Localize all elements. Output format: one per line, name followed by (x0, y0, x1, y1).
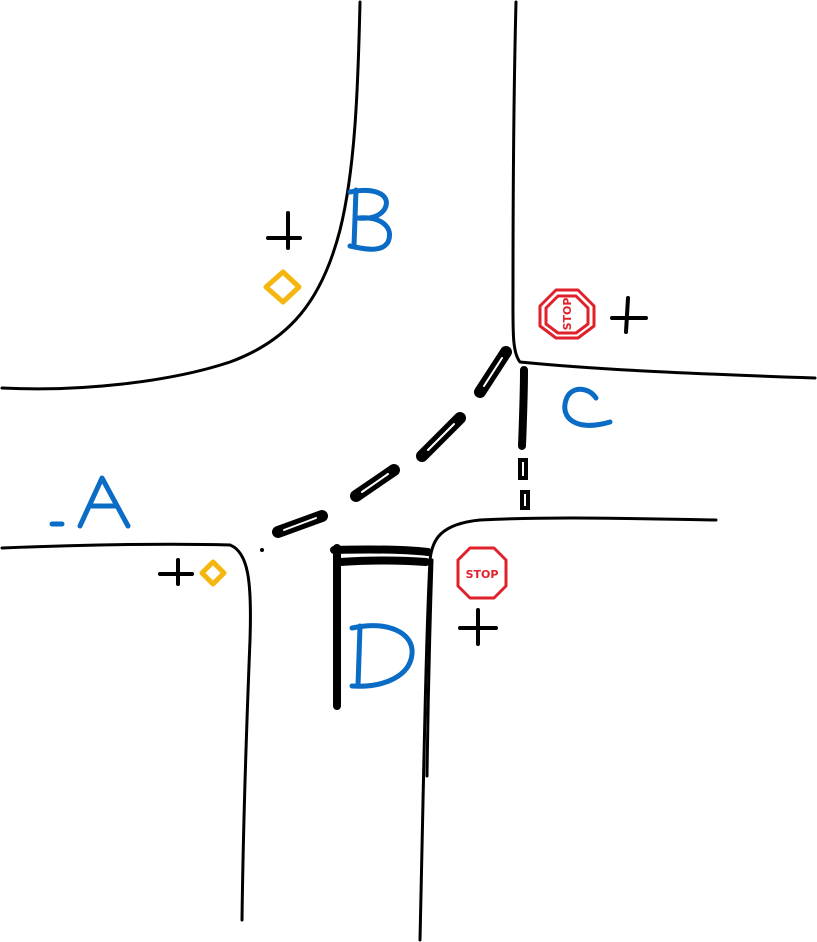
stop-sign-d: STOP (456, 546, 508, 600)
yield-sign-icon (263, 269, 302, 305)
stop-line-d-top (330, 545, 432, 556)
cross-markers (158, 211, 648, 646)
road-edge-b-right (511, 0, 817, 380)
dashed-guide-lines (260, 346, 530, 552)
road-edge-a-bottom (0, 542, 232, 550)
label-c: C (0, 0, 613, 428)
cross-marker-icon (458, 608, 498, 646)
stop-sign-d-text: STOP (466, 568, 499, 581)
dash-3-core (427, 423, 455, 451)
label-b-text: B (0, 0, 1, 1)
cross-marker-icon (266, 211, 302, 250)
dash-1-core (283, 517, 317, 531)
label-d: D (0, 0, 415, 689)
dot-mark (260, 548, 264, 552)
stop-lines (330, 366, 528, 710)
cross-marker-icon (158, 558, 194, 586)
dash-c-1-core (522, 462, 524, 476)
yield-sign-icon (199, 559, 227, 587)
stop-sign-icon (456, 546, 508, 600)
stop-sign-c: STOP (538, 288, 596, 340)
dash-4-core (483, 357, 503, 387)
road-edge-b-left (0, 0, 362, 391)
dash-c-2-core (524, 494, 526, 506)
stop-line-c (518, 366, 528, 450)
stop-sign-c-text: STOP (561, 298, 574, 331)
dash-2-core (361, 473, 389, 493)
road-edge-c-bottom (418, 516, 718, 942)
label-b: B (0, 0, 392, 252)
cross-marker-icon (610, 296, 648, 334)
approach-labels: A B C D (0, 0, 613, 689)
road-edge-d-right-inner (425, 558, 434, 778)
label-d-text: D (0, 0, 1, 1)
yield-signs (199, 269, 302, 587)
label-a-text: A (0, 0, 1, 1)
stop-line-d-top-lower (336, 556, 430, 566)
stop-sign-icon (538, 288, 596, 340)
label-c-text: C (0, 0, 1, 1)
road-edge-d-left (228, 543, 252, 922)
label-a: A (0, 0, 131, 529)
